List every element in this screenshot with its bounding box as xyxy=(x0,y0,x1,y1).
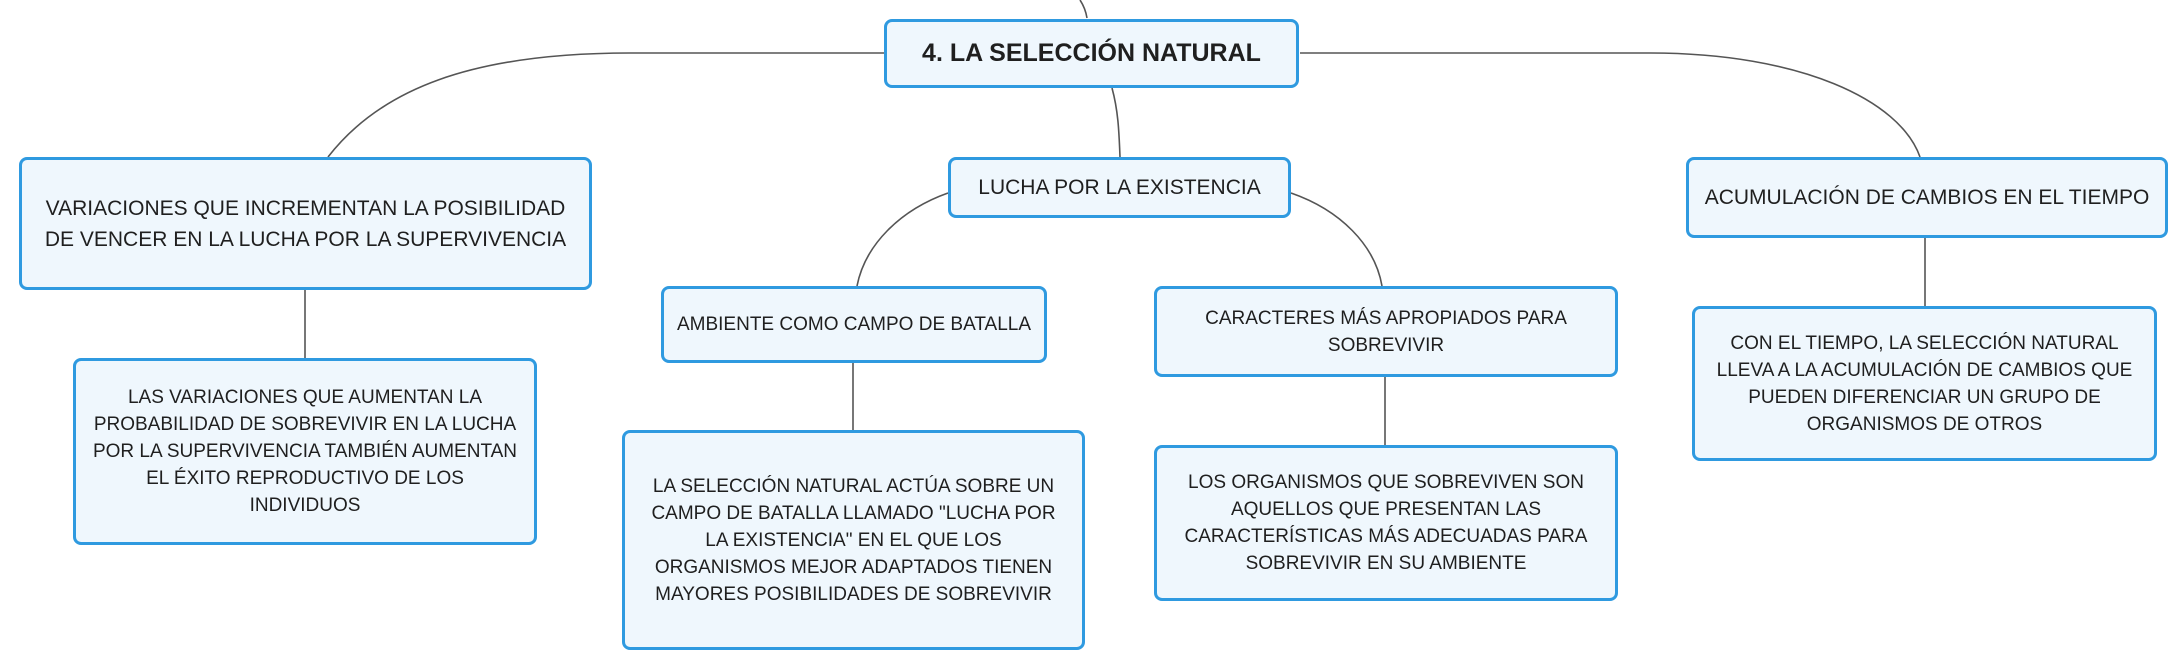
connector-central-variaciones xyxy=(327,52,884,158)
subtopic-ambiente-label: AMBIENTE COMO CAMPO DE BATALLA xyxy=(676,314,1032,335)
detail-variaciones[interactable]: LAS VARIACIONES QUE AUMENTAN LA PROBABIL… xyxy=(73,358,537,545)
connector-lucha-ambiente xyxy=(856,192,949,287)
detail-ambiente-text: LA SELECCIÓN NATURAL ACTÚA SOBRE UN CAMP… xyxy=(651,475,1056,605)
topic-lucha[interactable]: LUCHA POR LA EXISTENCIA xyxy=(948,157,1291,218)
topic-lucha-label: LUCHA POR LA EXISTENCIA xyxy=(978,176,1261,199)
detail-acumulacion-text: CON EL TIEMPO, LA SELECCIÓN NATURAL LLEV… xyxy=(1716,332,2133,435)
topic-acumulacion[interactable]: ACUMULACIÓN DE CAMBIOS EN EL TIEMPO xyxy=(1686,157,2168,238)
detail-variaciones-text: LAS VARIACIONES QUE AUMENTAN LA PROBABIL… xyxy=(92,387,518,516)
connector-central-lucha xyxy=(1111,87,1121,158)
detail-caracteres-text: LOS ORGANISMOS QUE SOBREVIVEN SON AQUELL… xyxy=(1184,472,1588,574)
detail-acumulacion[interactable]: CON EL TIEMPO, LA SELECCIÓN NATURAL LLEV… xyxy=(1692,306,2157,461)
connector-top-parent xyxy=(1079,0,1088,19)
topic-variaciones-label: VARIACIONES QUE INCREMENTAN LA POSIBILID… xyxy=(44,196,567,251)
subtopic-ambiente[interactable]: AMBIENTE COMO CAMPO DE BATALLA xyxy=(661,286,1047,363)
detail-ambiente[interactable]: LA SELECCIÓN NATURAL ACTÚA SOBRE UN CAMP… xyxy=(622,430,1085,650)
detail-caracteres[interactable]: LOS ORGANISMOS QUE SOBREVIVEN SON AQUELL… xyxy=(1154,445,1618,601)
central-topic-label: 4. LA SELECCIÓN NATURAL xyxy=(922,39,1261,67)
topic-variaciones[interactable]: VARIACIONES QUE INCREMENTAN LA POSIBILID… xyxy=(19,157,592,290)
connector-lucha-caracteres xyxy=(1290,192,1383,287)
connector-central-acumulacion xyxy=(1300,52,1921,158)
topic-acumulacion-label: ACUMULACIÓN DE CAMBIOS EN EL TIEMPO xyxy=(1704,186,2150,209)
subtopic-caracteres[interactable]: CARACTERES MÁS APROPIADOS PARA SOBREVIVI… xyxy=(1154,286,1618,377)
subtopic-caracteres-label: CARACTERES MÁS APROPIADOS PARA SOBREVIVI… xyxy=(1205,307,1567,356)
central-topic[interactable]: 4. LA SELECCIÓN NATURAL xyxy=(884,19,1299,88)
